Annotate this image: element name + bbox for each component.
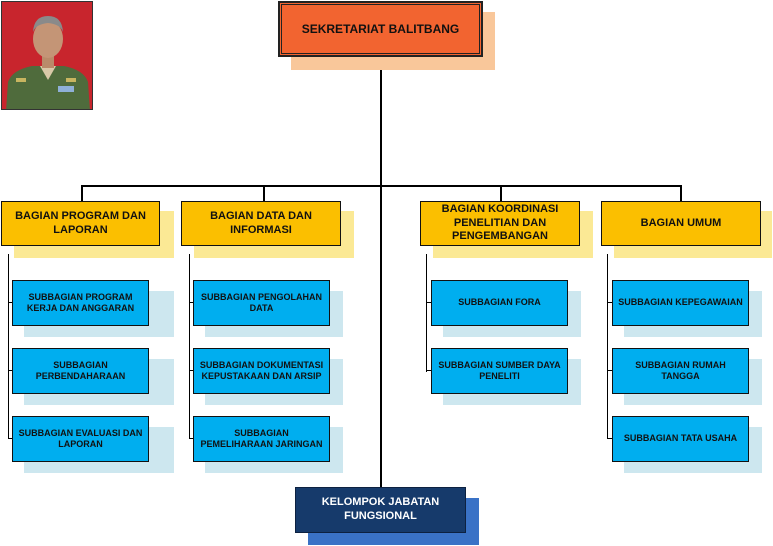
subbagian-label: SUBBAGIAN PENGOLAHAN DATA <box>200 291 322 313</box>
subbagian-label: SUBBAGIAN PEMELIHARAAN JARINGAN <box>200 427 323 449</box>
sekretariat-box: SEKRETARIAT BALITBANG <box>278 1 483 57</box>
branch-line-3 <box>426 254 427 372</box>
tick-2-1 <box>189 302 194 303</box>
subbagian-label: SUBBAGIAN SUMBER DAYA PENELITI <box>438 359 561 381</box>
bagian-label-4: BAGIAN UMUM <box>640 216 722 229</box>
tick-3-1 <box>426 302 431 303</box>
drop-line-3 <box>500 185 502 201</box>
subbagian-box-2-2: SUBBAGIAN DOKUMENTASI KEPUSTAKAAN DAN AR… <box>193 348 330 394</box>
tick-4-1 <box>607 302 612 303</box>
subbagian-box-4-1: SUBBAGIAN KEPEGAWAIAN <box>612 280 749 326</box>
branch-line-2 <box>189 254 190 439</box>
subbagian-label: SUBBAGIAN PROGRAM KERJA DAN ANGGARAN <box>26 291 135 313</box>
subbagian-box-3-1: SUBBAGIAN FORA <box>431 280 568 326</box>
drop-line-2 <box>263 185 265 201</box>
subbagian-box-2-3: SUBBAGIAN PEMELIHARAAN JARINGAN <box>193 416 330 462</box>
drop-line-4 <box>680 185 682 201</box>
subbagian-label: SUBBAGIAN KEPEGAWAIAN <box>618 297 743 308</box>
tick-1-2 <box>8 370 13 371</box>
bagian-box-2: BAGIAN DATA DAN INFORMASI <box>181 201 341 246</box>
branch-line-1 <box>8 254 9 439</box>
branch-line-4 <box>607 254 608 439</box>
tick-3-2 <box>426 370 431 371</box>
subbagian-box-1-1: SUBBAGIAN PROGRAM KERJA DAN ANGGARAN <box>12 280 149 326</box>
tick-4-2 <box>607 370 612 371</box>
bagian-box-1: BAGIAN PROGRAM DAN LAPORAN <box>1 201 160 246</box>
tick-1-1 <box>8 302 13 303</box>
bagian-label-3: BAGIAN KOORDINASI PENELITIAN DAN PENGEMB… <box>441 202 559 243</box>
subbagian-label: SUBBAGIAN DOKUMENTASI KEPUSTAKAAN DAN AR… <box>199 359 324 381</box>
portrait-photo <box>1 1 93 110</box>
subbagian-label: SUBBAGIAN EVALUASI DAN LAPORAN <box>18 427 143 449</box>
bagian-box-3: BAGIAN KOORDINASI PENELITIAN DAN PENGEMB… <box>420 201 580 246</box>
tick-2-2 <box>189 370 194 371</box>
fungsional-box: KELOMPOK JABATAN FUNGSIONAL <box>295 487 466 533</box>
subbagian-box-4-3: SUBBAGIAN TATA USAHA <box>612 416 749 462</box>
bagian-label-1: BAGIAN PROGRAM DAN LAPORAN <box>15 209 146 236</box>
trunk-line <box>380 55 382 487</box>
bagian-label-2: BAGIAN DATA DAN INFORMASI <box>210 209 312 236</box>
subbagian-label: SUBBAGIAN TATA USAHA <box>623 433 738 444</box>
subbagian-box-3-2: SUBBAGIAN SUMBER DAYA PENELITI <box>431 348 568 394</box>
bagian-box-4: BAGIAN UMUM <box>601 201 761 246</box>
tick-4-3 <box>607 438 612 439</box>
tick-2-3 <box>189 438 194 439</box>
subbagian-label: SUBBAGIAN PERBENDAHARAAN <box>35 359 126 381</box>
subbagian-box-2-1: SUBBAGIAN PENGOLAHAN DATA <box>193 280 330 326</box>
subbagian-box-4-2: SUBBAGIAN RUMAH TANGGA <box>612 348 749 394</box>
subbagian-box-1-3: SUBBAGIAN EVALUASI DAN LAPORAN <box>12 416 149 462</box>
subbagian-box-1-2: SUBBAGIAN PERBENDAHARAAN <box>12 348 149 394</box>
fungsional-label: KELOMPOK JABATAN FUNGSIONAL <box>321 496 440 522</box>
horizontal-bus-line <box>81 185 682 187</box>
subbagian-label: SUBBAGIAN RUMAH TANGGA <box>635 359 726 381</box>
sekretariat-label: SEKRETARIAT BALITBANG <box>301 21 460 36</box>
subbagian-label: SUBBAGIAN FORA <box>458 297 541 308</box>
portrait-illustration <box>2 2 92 109</box>
tick-1-3 <box>8 438 13 439</box>
drop-line-1 <box>81 185 83 201</box>
